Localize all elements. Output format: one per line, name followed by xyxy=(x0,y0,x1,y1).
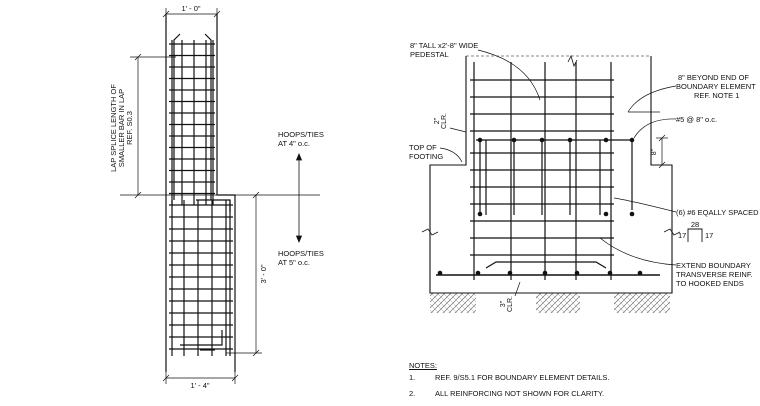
bar-dot xyxy=(567,137,573,143)
pedestal-label-1: 8" TALL x2'-8" WIDE xyxy=(410,41,478,50)
hook-length-top: 28 xyxy=(691,220,699,229)
top-width-dimension xyxy=(162,8,221,20)
notes-header: NOTES: xyxy=(409,361,437,370)
mat-bar-dot xyxy=(475,270,481,276)
lower-rebar-cage xyxy=(169,199,233,356)
mat-bar-dot xyxy=(607,270,613,276)
note-item: 1. REF. 9/S5.1 FOR BOUNDARY ELEMENT DETA… xyxy=(409,372,610,382)
section-rebar-grid xyxy=(470,62,634,280)
clear-bottom-label: CLR. xyxy=(507,296,514,312)
mat-bar-dot xyxy=(574,270,580,276)
note-text: REF. 9/S5.1 FOR BOUNDARY ELEMENT DETAILS… xyxy=(435,372,610,382)
hoops-lower-label-1: HOOPS/TIES xyxy=(278,249,324,258)
lap-splice-label-2: SMALLER BAR IN LAP xyxy=(117,89,126,167)
column-elevation: 1' - 0" 1' - 4" LAP SPLICE LENGTH OF SMA… xyxy=(109,4,324,390)
bar-dot xyxy=(603,211,609,217)
bottom-mat-bars xyxy=(437,270,643,276)
vertical-bar-hook xyxy=(173,33,181,200)
notes-block: NOTES: 1. REF. 9/S5.1 FOR BOUNDARY ELEME… xyxy=(409,362,610,398)
extend-label-1: EXTEND BOUNDARY xyxy=(676,261,751,270)
bar-dot xyxy=(511,137,517,143)
hoops-lower-label-2: AT 5" o.c. xyxy=(278,258,310,267)
clear-top-value: 2" xyxy=(434,117,441,124)
pedestal-outline xyxy=(429,56,673,294)
beyond-label-1: 8" BEYOND END OF xyxy=(678,73,749,82)
bar-dot xyxy=(477,137,483,143)
longitudinal-bars xyxy=(477,137,635,217)
clear-bottom-value: 3" xyxy=(500,300,507,307)
soil-hatch xyxy=(430,293,670,313)
extend-leader xyxy=(599,237,677,266)
hooked-end xyxy=(485,261,607,269)
pedestal-label-2: PEDESTAL xyxy=(410,50,449,59)
hoops-arrow xyxy=(295,152,303,244)
height-dimension xyxy=(226,191,262,357)
beyond-leader xyxy=(627,85,677,113)
hook-leg-left: 17 xyxy=(678,231,686,240)
vertical-bar-hook xyxy=(204,33,212,200)
depth-label: 8" xyxy=(651,148,658,155)
depth-dimension xyxy=(656,134,668,169)
hook xyxy=(196,199,231,212)
hoops-upper-label-1: HOOPS/TIES xyxy=(278,130,324,139)
upper-rebar-cage xyxy=(169,33,215,205)
beyond-label-3: REF. NOTE 1 xyxy=(694,91,739,100)
hook-shape xyxy=(687,228,703,242)
bars-5-leader xyxy=(633,118,677,139)
bars-6-leader xyxy=(613,197,677,213)
hook xyxy=(180,330,223,346)
break-lines xyxy=(421,54,681,236)
note-text: ALL REINFORCING NOT SHOWN FOR CLARITY. xyxy=(435,389,605,398)
height-label: 3' - 0" xyxy=(259,264,268,283)
lap-splice-ref: REF. S0.3 xyxy=(125,111,134,145)
bar-dot xyxy=(629,211,635,217)
bar-dot xyxy=(477,211,483,217)
note-number: 2. xyxy=(409,389,416,398)
clear-top-label: CLR. xyxy=(441,113,448,129)
mat-bar-dot xyxy=(542,270,548,276)
top-footing-label-2: FOOTING xyxy=(409,152,443,161)
lap-splice-label-1: LAP SPLICE LENGTH OF xyxy=(109,84,118,172)
beyond-label-2: BOUNDARY ELEMENT xyxy=(676,82,756,91)
bars-5-label: #5 @ 8" o.c. xyxy=(676,115,717,124)
bottom-width-dimension xyxy=(162,372,239,384)
pedestal-leader xyxy=(477,49,541,101)
hook-leg-right: 17 xyxy=(705,231,713,240)
hoops-upper-label-2: AT 4" o.c. xyxy=(278,139,310,148)
extend-label-2: TRANSVERSE REINF. xyxy=(676,270,753,279)
note-item: 2. ALL REINFORCING NOT SHOWN FOR CLARITY… xyxy=(409,390,610,398)
mat-bar-dot xyxy=(507,270,513,276)
top-footing-label-1: TOP OF xyxy=(409,143,437,152)
mat-bar-dot xyxy=(637,270,643,276)
bars-6-label: (6) #6 EQALLY SPACED xyxy=(676,208,759,217)
top-width-label: 1' - 0" xyxy=(181,4,200,13)
pedestal-section: 8" TALL x2'-8" WIDE PEDESTAL 8" BEYOND E… xyxy=(409,41,759,313)
lap-splice-dimension xyxy=(130,53,176,199)
bar-dot xyxy=(629,137,635,143)
bar-dot xyxy=(603,137,609,143)
bottom-width-label: 1' - 4" xyxy=(190,381,209,390)
bar-dot xyxy=(539,137,545,143)
mat-bar-dot xyxy=(437,270,443,276)
note-number: 1. xyxy=(409,372,416,382)
extend-label-3: TO HOOKED ENDS xyxy=(676,279,744,288)
